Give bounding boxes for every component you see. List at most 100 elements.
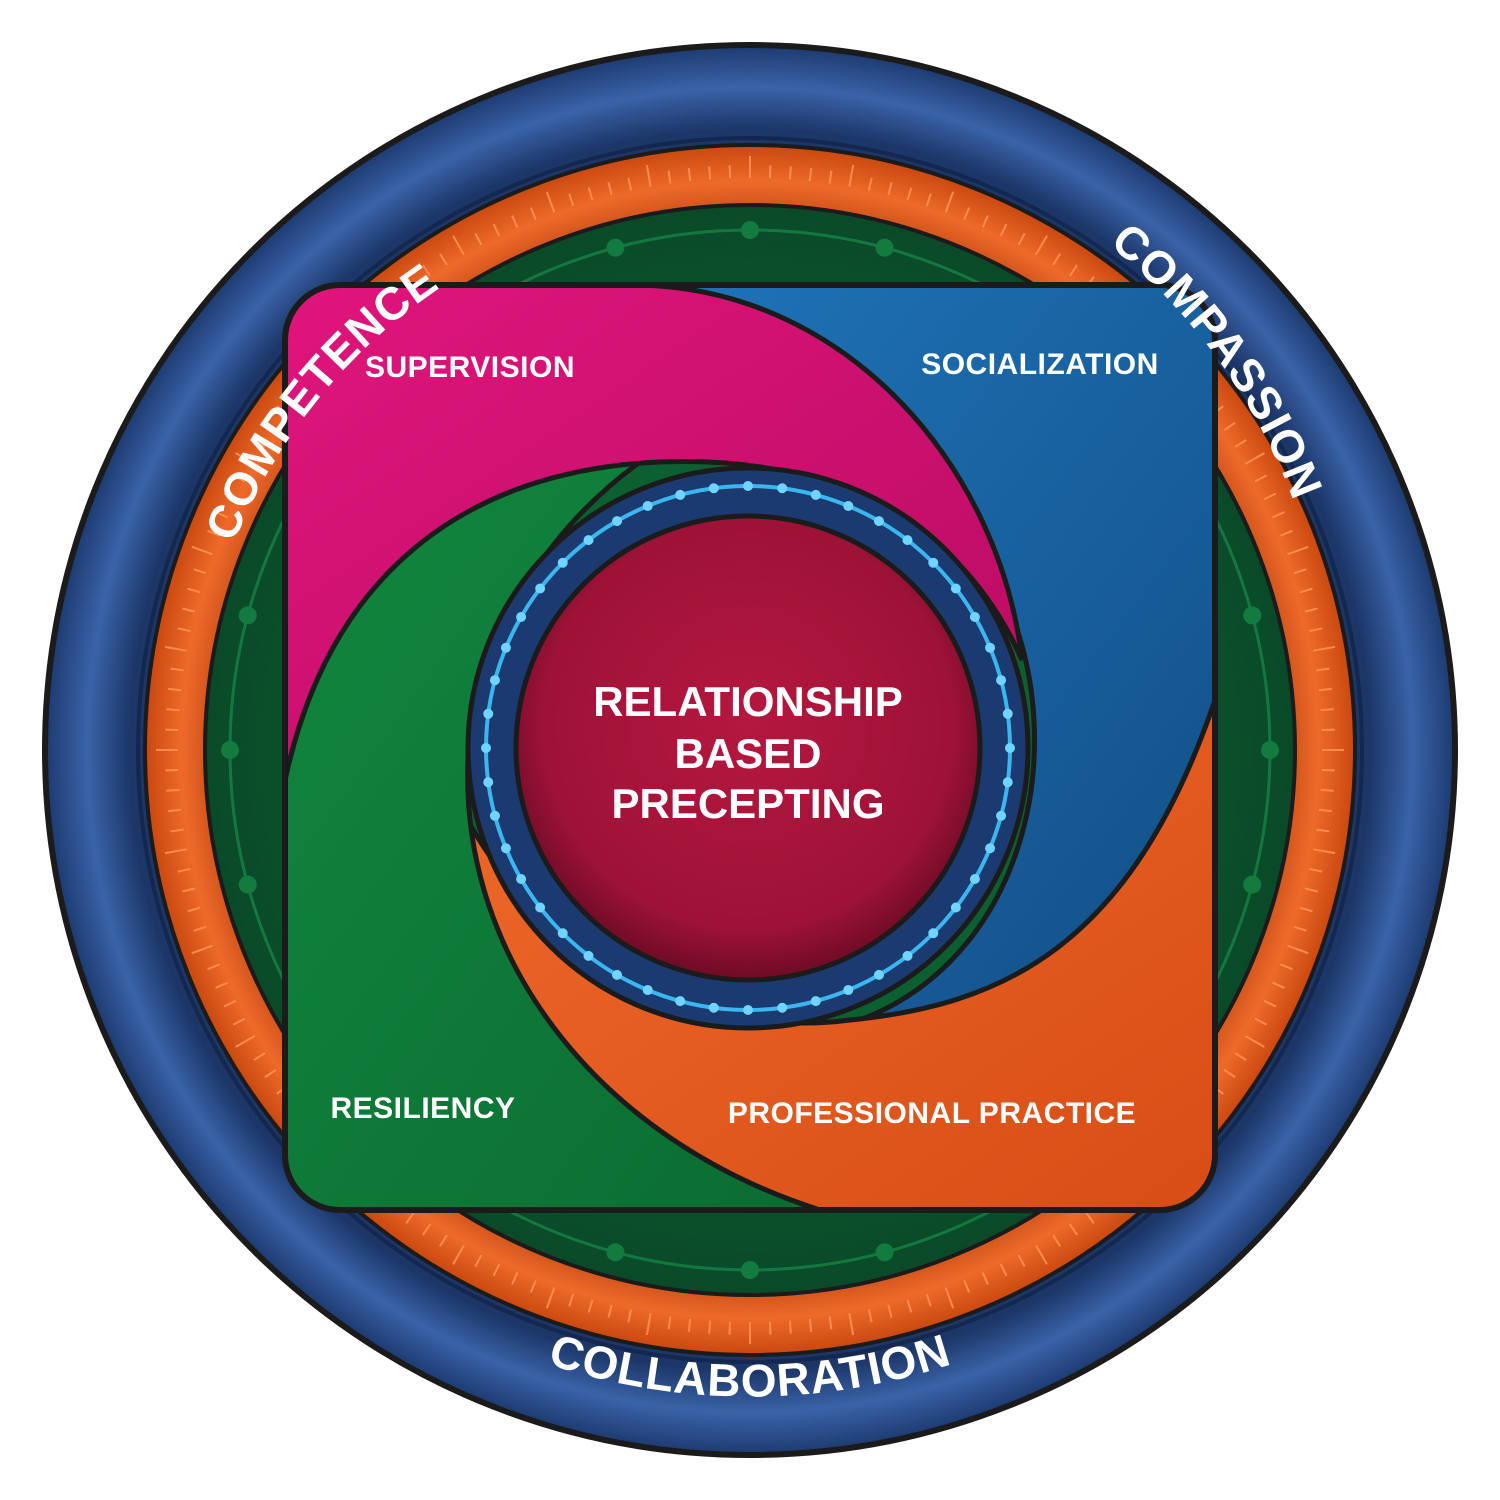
orange-tick bbox=[887, 182, 893, 196]
orange-tick bbox=[788, 1320, 792, 1334]
green-dot bbox=[1261, 741, 1279, 759]
core-glow-dot bbox=[557, 557, 568, 568]
orange-tick bbox=[925, 1293, 932, 1307]
orange-tick bbox=[207, 529, 221, 537]
orange-tick bbox=[981, 1272, 989, 1285]
core-glow-dot bbox=[675, 996, 686, 1007]
core-glow-dot bbox=[928, 928, 939, 939]
orange-tick bbox=[193, 925, 207, 932]
orange-tick bbox=[848, 164, 855, 187]
core-line-3: PRECEPTING bbox=[611, 780, 884, 827]
orange-tick bbox=[1299, 587, 1313, 594]
orange-tick bbox=[166, 708, 180, 712]
green-dot bbox=[606, 1243, 625, 1262]
green-dot bbox=[741, 221, 759, 239]
orange-tick bbox=[223, 492, 237, 501]
core-glow-dot bbox=[843, 985, 854, 996]
orange-tick bbox=[1316, 667, 1330, 672]
orange-tick bbox=[607, 182, 613, 196]
core-circle bbox=[513, 513, 983, 983]
orange-tick bbox=[233, 1017, 246, 1026]
core-glow-dot bbox=[843, 500, 854, 511]
orange-tick bbox=[627, 1309, 633, 1323]
orange-tick bbox=[168, 687, 182, 692]
green-dot bbox=[238, 875, 257, 894]
orange-tick bbox=[215, 981, 228, 989]
core-ring-dots bbox=[481, 481, 1015, 1015]
core-glow-dot bbox=[743, 481, 753, 491]
orange-tick bbox=[1069, 1223, 1078, 1236]
orange-tick bbox=[645, 1313, 652, 1336]
core-glow-dot bbox=[902, 535, 913, 546]
orange-tick bbox=[1254, 1017, 1267, 1026]
orange-tick bbox=[1234, 439, 1247, 448]
orange-tick bbox=[848, 1313, 855, 1336]
core-line-2: BASED bbox=[674, 730, 821, 777]
orange-tick bbox=[1263, 492, 1277, 501]
orange-tick bbox=[1035, 235, 1048, 256]
core-glow-dot bbox=[985, 642, 996, 653]
orange-tick bbox=[1318, 808, 1332, 813]
orange-tick bbox=[492, 223, 501, 237]
orange-tick bbox=[1272, 981, 1285, 989]
orange-tick bbox=[1318, 687, 1332, 692]
outer-ring-inner-edge bbox=[136, 136, 1364, 1364]
core-glow-dot bbox=[950, 583, 961, 594]
core-glow-dot bbox=[583, 950, 594, 961]
green-dot bbox=[741, 1261, 759, 1279]
orange-tick bbox=[906, 1299, 913, 1313]
orange-tick bbox=[1293, 568, 1307, 575]
core-glow-dot bbox=[583, 535, 594, 546]
orange-tick bbox=[405, 1212, 415, 1224]
orange-tick bbox=[215, 511, 228, 519]
orange-tick bbox=[1279, 529, 1293, 537]
orange-tick bbox=[828, 1316, 833, 1330]
core-glow-dot bbox=[516, 612, 527, 622]
orange-tick bbox=[1272, 511, 1285, 519]
orange-tick bbox=[944, 191, 955, 213]
orange-tick bbox=[981, 215, 989, 228]
orange-tick bbox=[1299, 906, 1313, 913]
core-glow-dot bbox=[1002, 777, 1013, 788]
orange-tick bbox=[1223, 422, 1236, 431]
core-glow-dot bbox=[642, 985, 653, 996]
orange-tick bbox=[1069, 264, 1078, 277]
orange-tick bbox=[999, 223, 1008, 237]
orange-tick bbox=[999, 1263, 1008, 1277]
orange-tick bbox=[474, 233, 483, 246]
core-glow-dot bbox=[928, 557, 939, 568]
orange-tick bbox=[607, 1304, 613, 1318]
orange-tick bbox=[177, 867, 191, 873]
core-glow-dot bbox=[500, 642, 511, 653]
core-glow-dot bbox=[874, 516, 884, 527]
green-dot bbox=[875, 1243, 894, 1262]
core-glow-dot bbox=[777, 483, 788, 494]
orange-tick bbox=[1234, 1052, 1247, 1061]
orange-tick bbox=[439, 253, 448, 266]
core-glow-dot bbox=[675, 489, 686, 500]
orange-tick bbox=[264, 422, 277, 431]
orange-tick bbox=[568, 193, 575, 207]
orange-tick bbox=[1254, 474, 1267, 483]
orange-tick bbox=[708, 1320, 712, 1334]
core-glow-dot bbox=[1002, 708, 1013, 719]
orange-tick bbox=[1052, 253, 1061, 266]
orange-tick bbox=[1244, 452, 1265, 465]
green-dot bbox=[238, 606, 257, 625]
green-dot bbox=[1243, 606, 1262, 625]
core-glow-dot bbox=[708, 483, 719, 494]
orange-tick bbox=[1223, 1069, 1236, 1078]
orange-tick bbox=[170, 667, 184, 672]
orange-tick bbox=[906, 187, 913, 201]
core-glow-dot bbox=[810, 996, 821, 1007]
orange-tick bbox=[1244, 1035, 1265, 1048]
orange-tick bbox=[587, 1299, 594, 1313]
orange-tick bbox=[511, 1272, 519, 1285]
green-dot bbox=[875, 238, 894, 257]
core-glow-dot bbox=[642, 500, 653, 511]
core-glow-dot bbox=[874, 969, 884, 980]
orange-tick bbox=[511, 215, 519, 228]
orange-tick bbox=[667, 170, 672, 184]
core-glow-dot bbox=[483, 777, 494, 788]
